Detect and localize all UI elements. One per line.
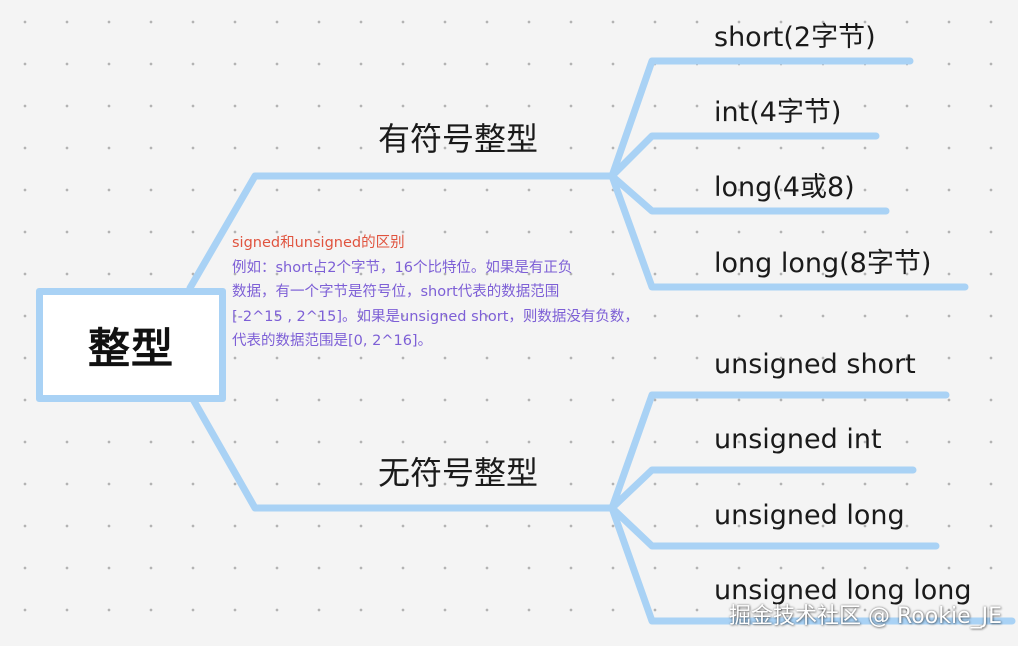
connector-signed-longlong	[608, 172, 969, 291]
leaf-signed-int[interactable]: int(4字节)	[714, 97, 842, 128]
leaf-signed-short[interactable]: short(2字节)	[714, 22, 876, 53]
connector-unsigned-int	[608, 466, 917, 512]
note-line: 代表的数据范围是[0, 2^16]。	[232, 333, 433, 349]
connector-unsigned-longlong	[608, 504, 1016, 625]
leaf-unsigned-short[interactable]: unsigned short	[714, 349, 916, 380]
branch-unsigned-label[interactable]: 无符号整型	[378, 454, 539, 492]
leaf-signed-long-long[interactable]: long long(8字节)	[714, 248, 932, 279]
leaf-unsigned-long-long[interactable]: unsigned long long	[714, 575, 972, 606]
root-node-label: 整型	[87, 323, 174, 373]
note-line: [-2^15 , 2^15]。如果是unsigned short，则数据没有负数…	[232, 308, 639, 325]
leaf-signed-long[interactable]: long(4或8)	[714, 172, 855, 203]
connector-unsigned-long	[608, 504, 940, 550]
note-line: 数据，有一个字节是符号位，short代表的数据范围	[232, 284, 560, 300]
leaf-unsigned-int[interactable]: unsigned int	[714, 424, 882, 455]
connector-signed-int	[608, 132, 880, 180]
connector-root-signed	[186, 172, 616, 292]
branch-signed-label[interactable]: 有符号整型	[378, 120, 539, 158]
note-title: signed和unsigned的区别	[232, 235, 405, 251]
connector-signed-long	[608, 172, 890, 215]
connector-unsigned-short	[608, 391, 950, 512]
note-line: 例如：short占2个字节，16个比特位。如果是有正负	[232, 259, 573, 276]
watermark: 掘金技术社区 @ Rookie_JE	[729, 604, 1002, 629]
note-callout[interactable]: signed和unsigned的区别 例如：short占2个字节，16个比特位。…	[232, 231, 672, 354]
root-node[interactable]: 整型	[36, 288, 226, 402]
leaf-unsigned-long[interactable]: unsigned long	[714, 500, 905, 531]
connector-signed-short	[608, 57, 914, 180]
connector-root-unsigned	[186, 390, 616, 512]
